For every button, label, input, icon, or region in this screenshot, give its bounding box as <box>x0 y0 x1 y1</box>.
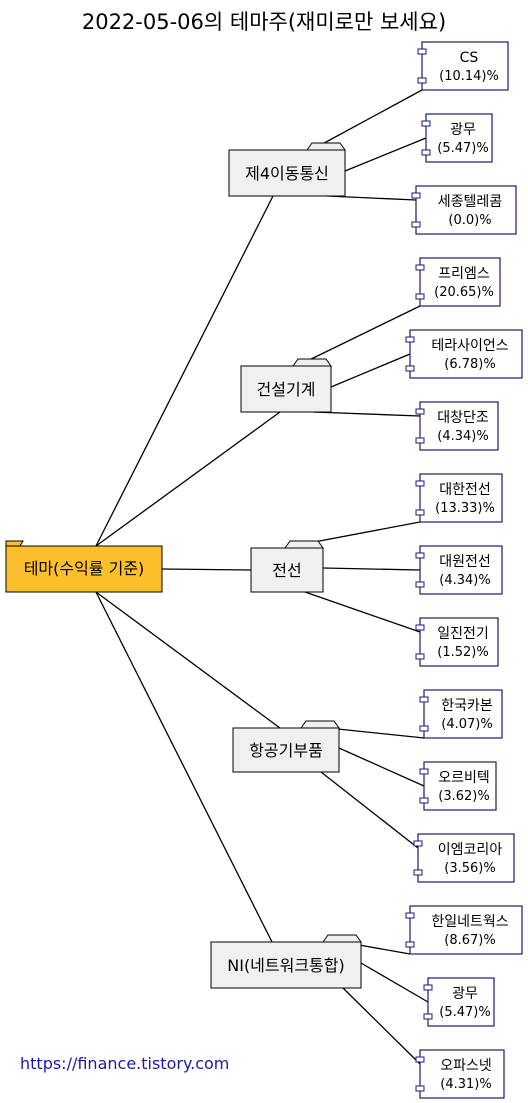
root-theme-edge <box>95 591 281 729</box>
footer-url[interactable]: https://finance.tistory.com <box>20 1054 230 1073</box>
theme-stock-edge <box>314 89 423 149</box>
stock-node: 오파스넷 (4.31)% <box>415 1049 505 1099</box>
stock-pct: (10.14)% <box>439 69 499 84</box>
theme-node: 항공기부품 <box>232 720 340 773</box>
stock-pct: (1.52)% <box>437 645 488 660</box>
theme-label: 항공기부품 <box>249 741 323 760</box>
stock-pct: (5.47)% <box>437 141 488 156</box>
stock-node: 광무 (5.47)% <box>421 113 493 163</box>
stock-pct: (4.07)% <box>441 717 492 732</box>
stock-node: 광무 (5.47)% <box>423 977 495 1027</box>
theme-stock-edge <box>342 987 421 1065</box>
stock-pct: (4.31)% <box>440 1077 491 1092</box>
stock-node: 테라사이언스 (6.78)% <box>405 329 523 379</box>
theme-node: 전선 <box>250 540 324 593</box>
stock-name: 프리엠스 <box>438 266 490 282</box>
root-theme-edge <box>161 568 252 571</box>
stock-node: 대원전선 (4.34)% <box>415 545 503 595</box>
stock-node: 대창단조 (4.34)% <box>415 401 499 451</box>
stock-pct: (3.56)% <box>444 861 495 876</box>
stock-name: 대창단조 <box>437 410 489 426</box>
stock-pct: (3.62)% <box>438 789 489 804</box>
stock-node: 대한전선 (13.33)% <box>415 473 503 523</box>
theme-stock-edge <box>338 747 425 787</box>
theme-stock-edge <box>360 962 429 1003</box>
stock-name: 이엠코리아 <box>438 842 503 858</box>
page-title: 2022-05-06의 테마주(재미로만 보세요) <box>81 10 447 34</box>
stock-node: 세종텔레콤 (0.0)% <box>411 185 517 235</box>
diagram-edges <box>95 89 429 1065</box>
stock-name: 대한전선 <box>439 482 491 498</box>
root-theme-edge <box>95 591 273 943</box>
theme-label: 제4이동통신 <box>245 164 329 183</box>
root-label: 테마(수익률 기준) <box>24 559 145 578</box>
stock-name: CS <box>460 50 479 66</box>
theme-node: NI(네트워크통합) <box>210 934 362 989</box>
theme-stock-edge <box>320 771 419 849</box>
stock-pct: (0.0)% <box>448 213 491 228</box>
theme-node: 제4이동통신 <box>228 142 346 197</box>
stock-node: 오르비텍 (3.62)% <box>419 761 497 811</box>
stock-name: 일진전기 <box>437 626 489 642</box>
stock-pct: (5.47)% <box>439 1005 490 1020</box>
stock-node: 한국카본 (4.07)% <box>419 689 503 739</box>
stock-pct: (4.34)% <box>437 429 488 444</box>
stock-node: 일진전기 (1.52)% <box>415 617 499 667</box>
stock-node: 한일네트웍스 (8.67)% <box>405 905 523 955</box>
stock-name: 세종텔레콤 <box>438 194 503 210</box>
root-node: 테마(수익률 기준) <box>5 540 163 593</box>
theme-stock-edge <box>300 305 421 365</box>
stock-name: 오르비텍 <box>438 770 490 786</box>
theme-stock-edge <box>330 353 411 388</box>
stock-node: 프리엠스 (20.65)% <box>415 257 501 307</box>
stock-name: 광무 <box>450 122 476 138</box>
root-theme-edge <box>95 411 281 547</box>
theme-stock-edge <box>344 137 427 172</box>
stock-name: 테라사이언스 <box>431 338 508 354</box>
root-theme-edge <box>95 195 274 547</box>
stock-pct: (13.33)% <box>435 501 495 516</box>
stock-name: 광무 <box>452 986 478 1002</box>
diagram-nodes: 테마(수익률 기준) 제4이동통신 CS (10.14)% 광무 (5.47)% 세종텔레콤… <box>5 41 523 1099</box>
stock-pct: (8.67)% <box>444 933 495 948</box>
theme-label: 전선 <box>272 561 301 580</box>
stock-name: 대원전선 <box>439 554 491 570</box>
stock-name: 한국카본 <box>441 698 493 714</box>
stock-name: 한일네트웍스 <box>431 914 508 930</box>
theme-stock-edge <box>304 591 421 633</box>
theme-stock-edge <box>322 567 421 571</box>
stock-pct: (20.65)% <box>434 285 494 300</box>
theme-label: NI(네트워크통합) <box>227 956 345 975</box>
stock-node: 이엠코리아 (3.56)% <box>413 833 515 883</box>
stock-name: 오파스넷 <box>440 1058 492 1074</box>
stock-pct: (6.78)% <box>444 357 495 372</box>
stock-pct: (4.34)% <box>439 573 490 588</box>
theme-stock-edge <box>326 195 417 201</box>
theme-node: 건설기계 <box>240 358 332 413</box>
theme-label: 건설기계 <box>257 380 316 399</box>
stock-node: CS (10.14)% <box>417 41 509 91</box>
theme-stock-edge <box>312 411 421 417</box>
